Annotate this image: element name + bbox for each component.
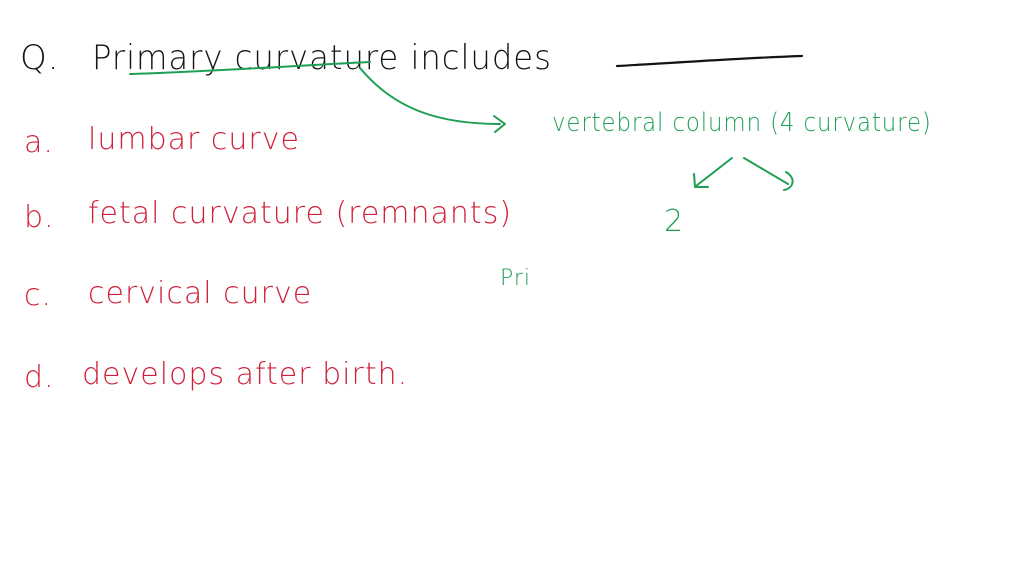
- question-underline: [129, 61, 371, 75]
- branch-left-arrow: [695, 157, 733, 187]
- question-prefix: Q.: [20, 38, 60, 78]
- branch-right-arrow: [743, 157, 789, 185]
- option-c-letter: c.: [24, 278, 53, 313]
- note-vertebral-column: vertebral column (4 curvature): [552, 108, 932, 138]
- note-count: 2: [664, 204, 685, 239]
- branch-left-arrowhead: [693, 173, 709, 188]
- connector-arrowhead: [493, 115, 506, 133]
- option-d-text: develops after birth.: [82, 357, 409, 392]
- option-a-text: lumbar curve: [88, 122, 300, 157]
- option-b-letter: b.: [24, 200, 55, 235]
- option-d-letter: d.: [24, 360, 55, 395]
- connector-arrow: [359, 67, 501, 125]
- answer-blank-line: [615, 54, 804, 68]
- option-b-text: fetal curvature (remnants): [88, 196, 513, 231]
- branch-right-arrowhead: [783, 171, 794, 191]
- option-c-text: cervical curve: [88, 276, 313, 311]
- option-a-letter: a.: [24, 125, 54, 160]
- question-text: Primary curvature includes: [92, 38, 552, 78]
- note-fragment: Pri: [500, 266, 532, 291]
